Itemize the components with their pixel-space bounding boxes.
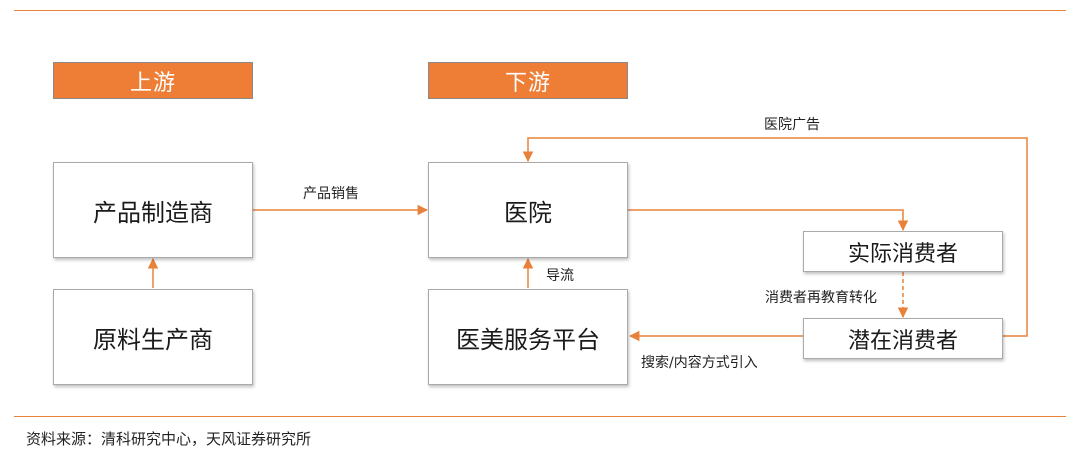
node-raw-material: 原料生产商	[53, 289, 253, 385]
upstream-header: 上游	[53, 62, 253, 99]
label-hospital-ads: 医院广告	[764, 117, 820, 133]
node-manufacturer: 产品制造商	[53, 162, 253, 258]
source-note: 资料来源：清科研究中心，天风证券研究所	[26, 430, 312, 448]
node-hospital: 医院	[428, 162, 628, 258]
edge-hospital-to-actual	[628, 209, 909, 232]
edge-hospital-ads	[522, 137, 1028, 337]
label-guidance: 导流	[546, 268, 574, 284]
downstream-header: 下游	[428, 62, 628, 99]
label-search-content: 搜索/内容方式引入	[641, 355, 758, 371]
node-potential-consumer: 潜在消费者	[803, 318, 1003, 359]
top-rule	[14, 10, 1066, 11]
label-product-sales: 产品销售	[303, 186, 359, 202]
node-actual-consumer: 实际消费者	[803, 231, 1003, 272]
bottom-rule	[14, 416, 1066, 417]
label-re-education: 消费者再教育转化	[765, 290, 877, 306]
node-platform: 医美服务平台	[428, 289, 628, 385]
